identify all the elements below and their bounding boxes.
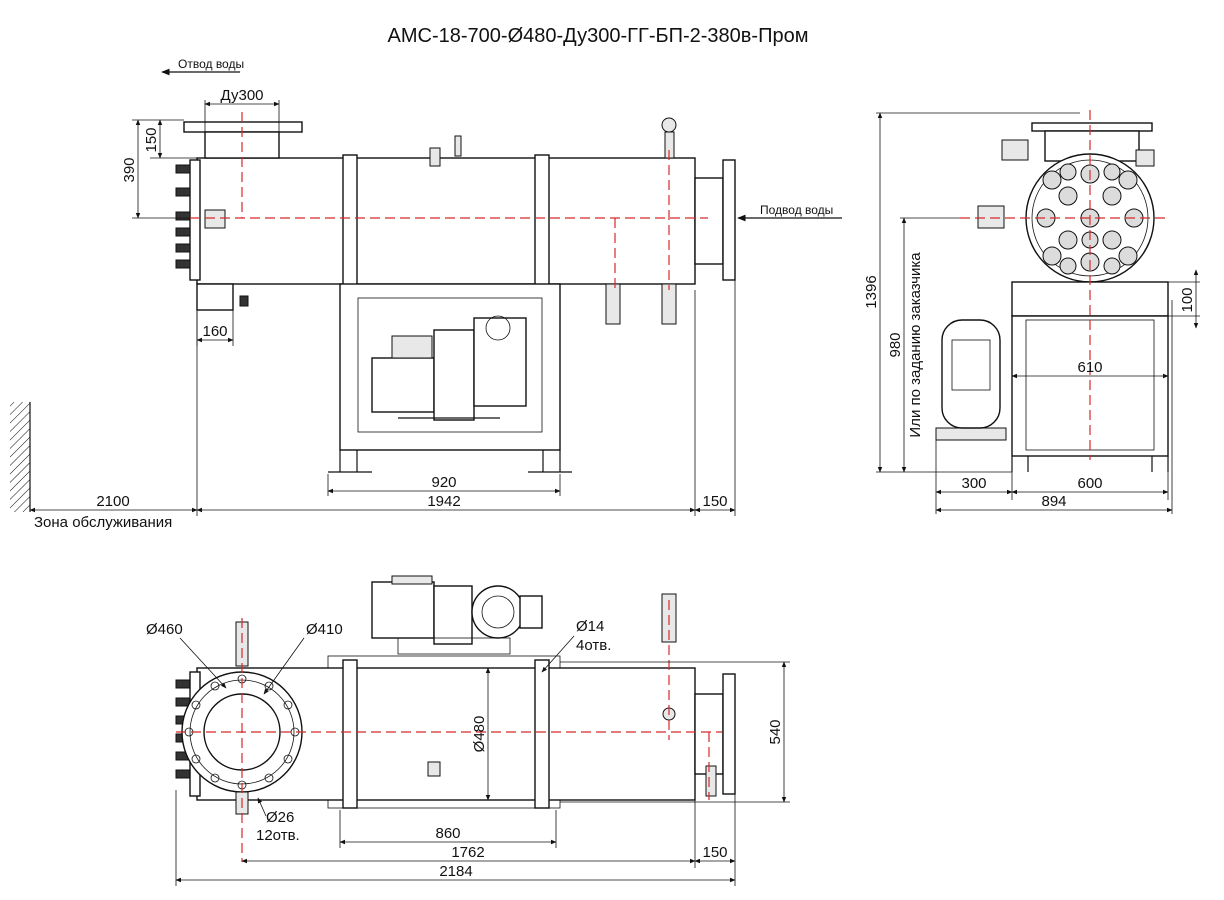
pump-motor (371, 315, 527, 421)
outlet-flange (183, 121, 303, 133)
inlet-label: Подвод воды (760, 203, 833, 217)
sensor-right (661, 283, 677, 325)
dim-top-inlet: 150 (702, 844, 727, 861)
end-pump (935, 319, 1007, 441)
dim-end-total-width: 894 (1041, 493, 1066, 510)
air-vent-valve (429, 147, 441, 167)
drawing-title: АМС-18-700-Ø480-Ду300-ГГ-БП-2-380в-Пром (388, 25, 809, 47)
service-zone-label: Зона обслуживания (34, 514, 172, 531)
top-view: Ø460 Ø410 Ø14 4отв. Ø480 540 Ø26 12отв. … (146, 575, 790, 886)
end-top-flange (1031, 122, 1153, 132)
pressure-gauge-fitting (454, 135, 462, 157)
dim-frame: 920 (431, 474, 456, 491)
dim-width: 540 (767, 719, 784, 744)
dim-flange-outer: Ø460 (146, 621, 183, 638)
outlet-label: Отвод воды (178, 57, 244, 71)
dim-end-frame-width: 610 (1077, 359, 1102, 376)
top-clamp-left (342, 659, 358, 809)
dim-inlet: 150 (702, 493, 727, 510)
support-clamp-left (342, 154, 358, 288)
dim-body-diameter: Ø480 (471, 716, 488, 753)
dim-total: 1942 (427, 493, 460, 510)
end-fitting-upper (1001, 139, 1029, 161)
dim-service-zone: 2100 (96, 493, 129, 510)
flange-holes-count: 12отв. (256, 827, 300, 844)
dim-length: 1762 (451, 844, 484, 861)
wall-hatch (10, 402, 30, 512)
uv-lamp-sockets (1036, 163, 1144, 275)
drain-pipe (196, 283, 234, 311)
dim-outlet-height: 390 (121, 157, 138, 182)
dim-end-frame-span: 600 (1077, 475, 1102, 492)
nameplate (204, 209, 226, 229)
top-pump (371, 575, 543, 655)
end-view: 1396 980 Или по заданию заказчика 100 61… (863, 110, 1200, 514)
dim-drain: 160 (202, 323, 227, 340)
dim-end-frame-height: 100 (1179, 287, 1196, 312)
top-inlet-flange (722, 673, 736, 795)
top-upper-valve (235, 621, 249, 667)
dim-mount-holes: Ø14 (576, 618, 604, 635)
inlet-pipe (694, 177, 724, 265)
reactor-body (196, 157, 696, 285)
sensor-left (605, 283, 621, 325)
dim-flange-holes: Ø26 (266, 809, 294, 826)
inlet-flange (722, 159, 736, 281)
end-cap (189, 159, 201, 281)
dim-end-height-total: 1396 (863, 275, 880, 308)
mount-holes-count: 4отв. (576, 637, 611, 654)
pressure-gauge-icon (661, 117, 677, 133)
dim-flange-inner: Ø410 (306, 621, 343, 638)
dim-end-pump-offset: 300 (961, 475, 986, 492)
dim-end-height-note: Или по заданию заказчика (907, 252, 924, 438)
dim-top-total: 2184 (439, 863, 472, 880)
flange-dn-label: Ду300 (220, 87, 263, 104)
dim-end-height-axis: 980 (887, 332, 904, 357)
side-view: Отвод воды Ду300 150 390 Подвод воды 160… (10, 57, 842, 531)
dim-top-frame: 860 (435, 825, 460, 842)
lamp-connectors (175, 164, 191, 269)
top-clamp-right (534, 659, 550, 809)
end-fitting-lower (977, 205, 1005, 229)
dim-flange-height: 150 (143, 127, 160, 152)
support-clamp-right (534, 154, 550, 288)
